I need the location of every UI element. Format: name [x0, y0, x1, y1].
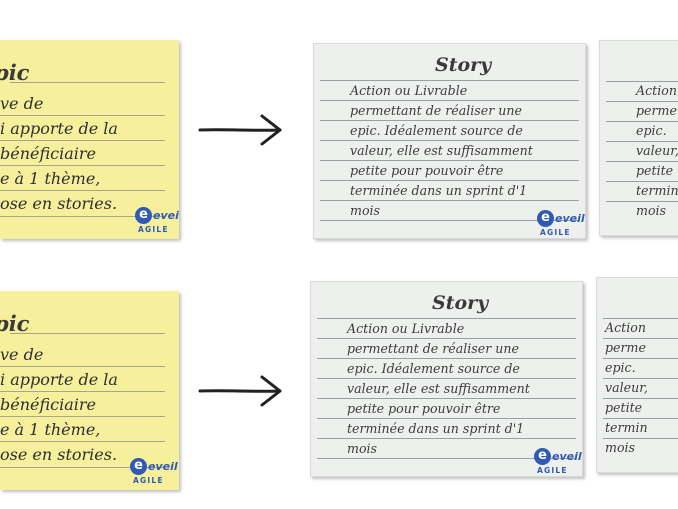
eveil-agile-logo: e eveil AGILE — [537, 210, 585, 238]
right-arrow-icon — [198, 114, 282, 146]
card-title: Epic — [0, 311, 30, 336]
ruled-lines — [0, 40, 179, 239]
epic-card: Epic ve de i apporte de la bénéficiaire … — [0, 40, 179, 239]
card-title: Story — [435, 54, 492, 76]
card-text: Action perme epic. valeur, petite termin… — [636, 83, 678, 218]
story-card-clipped: Action perme epic. valeur, petite termin… — [596, 277, 678, 473]
card-text: ve de i apporte de la bénéficiaire e à 1… — [0, 345, 118, 464]
card-title: Epic — [0, 60, 30, 85]
ruled-lines — [314, 44, 585, 238]
card-text: Action perme epic. valeur, petite termin… — [605, 320, 648, 455]
card-text: ve de i apporte de la bénéficiaire e à 1… — [0, 94, 118, 213]
eveil-agile-logo: e eveil AGILE — [534, 448, 582, 476]
ruled-lines — [597, 278, 678, 472]
story-card: Story Action ou Livrable permettant de r… — [313, 43, 586, 239]
ruled-lines — [311, 282, 582, 476]
eveil-agile-logo: e eveil AGILE — [130, 458, 178, 486]
card-text: Action ou Livrable permettant de réalise… — [350, 83, 533, 218]
card-title: Story — [432, 292, 489, 314]
card-text: Action ou Livrable permettant de réalise… — [347, 321, 530, 456]
ruled-lines — [0, 291, 179, 490]
right-arrow-icon — [198, 375, 282, 407]
epic-card: Epic ve de i apporte de la bénéficiaire … — [0, 291, 179, 490]
eveil-agile-logo: e eveil AGILE — [135, 207, 179, 235]
ruled-lines — [600, 41, 678, 235]
story-card-clipped: Action perme epic. valeur, petite termin… — [599, 40, 678, 236]
story-card: Story Action ou Livrable permettant de r… — [310, 281, 583, 477]
